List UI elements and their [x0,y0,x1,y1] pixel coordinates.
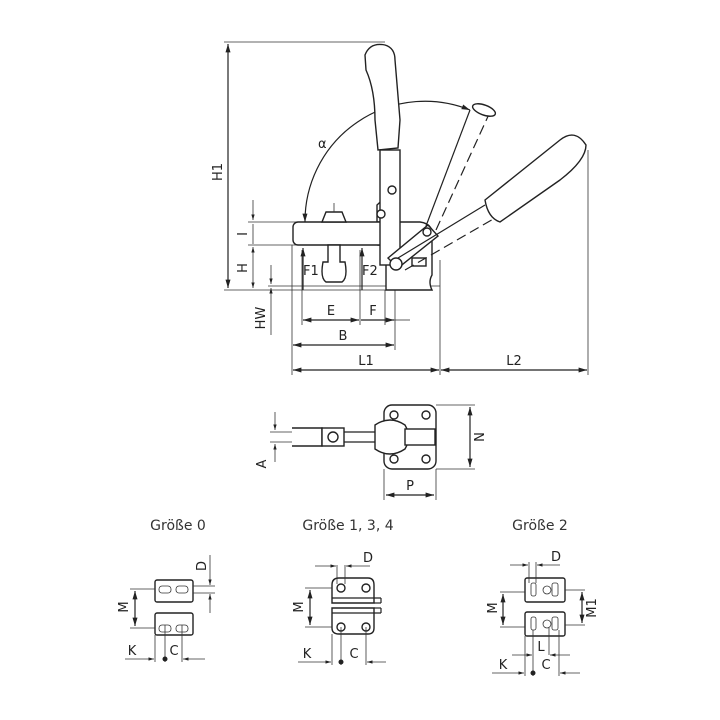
size-0-label-d: D [195,561,210,571]
label-e: E [327,304,335,319]
size-0-label-k: K [128,644,137,659]
size-2-label-d: D [551,550,561,565]
size-0-detail: Größe 0 D M K C [117,518,215,662]
label-i: I [236,232,251,236]
label-f2: F2 [362,264,378,279]
size-2-label-m: M [486,602,501,613]
size-2-detail: Größe 2 D M M1 L K C [486,518,600,676]
label-b: B [339,329,348,344]
label-l2: L2 [506,354,522,369]
label-f1: F1 [303,264,319,279]
size-1-3-4-label-k: K [303,647,312,662]
size-0-title: Größe 0 [150,518,206,534]
label-a: A [255,459,270,468]
top-view: A N P [255,404,488,500]
size-2-title: Größe 2 [512,518,568,534]
label-f: F [369,304,376,319]
size-2-label-k: K [499,658,508,673]
label-h: H [236,263,251,273]
size-1-3-4-label-m: M [292,601,307,612]
side-view: H1 I H HW F1 F2 E F B L1 L2 α [211,41,589,375]
size-0-label-m: M [117,601,132,612]
label-l1: L1 [358,354,374,369]
size-1-3-4-detail: Größe 1, 3, 4 D M K C [292,518,394,665]
size-2-label-c: C [541,658,550,673]
label-alpha: α [318,137,327,152]
size-1-3-4-label-c: C [349,647,358,662]
size-1-3-4-title: Größe 1, 3, 4 [302,518,393,534]
label-hw: HW [254,307,269,330]
size-1-3-4-label-d: D [363,551,373,566]
size-0-label-c: C [169,644,178,659]
size-2-label-l: L [537,640,545,655]
size-2-label-m1: M1 [585,598,600,618]
label-h1: H1 [211,163,226,181]
label-n: N [473,432,488,442]
label-p: P [406,479,414,494]
